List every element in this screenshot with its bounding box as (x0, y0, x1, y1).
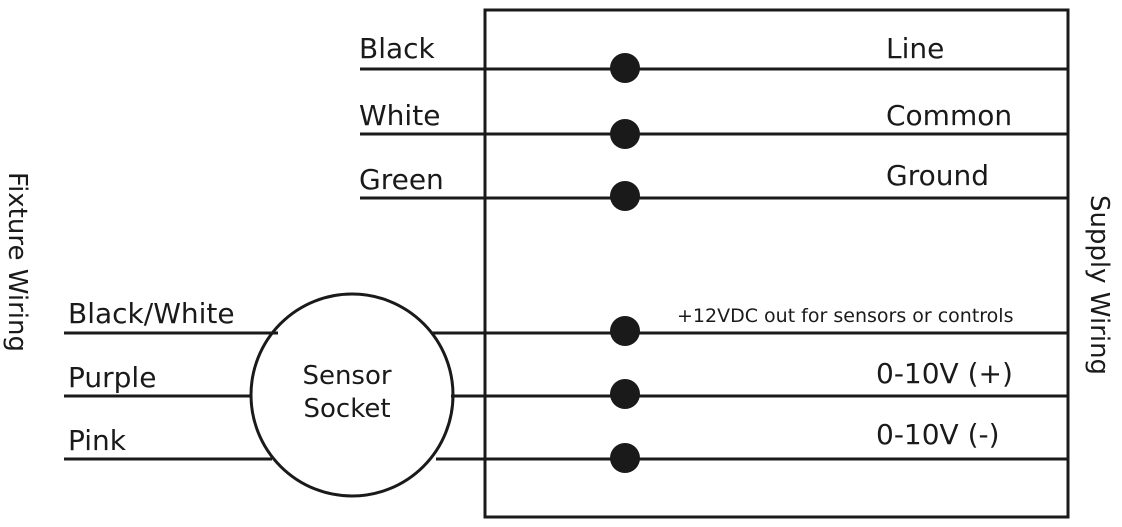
sensor-socket-line1: Sensor (302, 361, 392, 391)
fixture-label-green: Green (359, 163, 444, 196)
sensor-socket-label: Sensor Socket (267, 360, 427, 425)
supply-label-ground: Ground (886, 159, 989, 192)
supply-label-0-10v-minus: 0-10V (-) (876, 418, 1000, 451)
fixture-wiring-label: Fixture Wiring (2, 172, 32, 352)
supply-wiring-label: Supply Wiring (1084, 194, 1114, 376)
sensor-socket-line2: Socket (303, 393, 391, 424)
junction-box (483, 8, 1070, 519)
terminal-dot-black (610, 53, 640, 83)
fixture-label-black: Black (359, 32, 435, 65)
terminal-dot-green (610, 181, 640, 211)
supply-label-line: Line (886, 32, 945, 65)
fixture-label-pink: Pink (68, 424, 127, 457)
terminal-dot-black-white (610, 316, 640, 346)
supply-label-12vdc: +12VDC out for sensors or controls (677, 305, 1014, 327)
fixture-label-white: White (359, 99, 441, 132)
terminal-dot-pink (610, 443, 640, 473)
terminal-dot-white (610, 119, 640, 149)
fixture-label-black-white: Black/White (68, 297, 235, 330)
sensor-socket-circle (249, 292, 455, 498)
fixture-label-purple: Purple (68, 361, 157, 394)
supply-label-0-10v-plus: 0-10V (+) (876, 357, 1013, 390)
supply-label-common: Common (886, 99, 1013, 132)
terminal-dot-purple (610, 379, 640, 409)
